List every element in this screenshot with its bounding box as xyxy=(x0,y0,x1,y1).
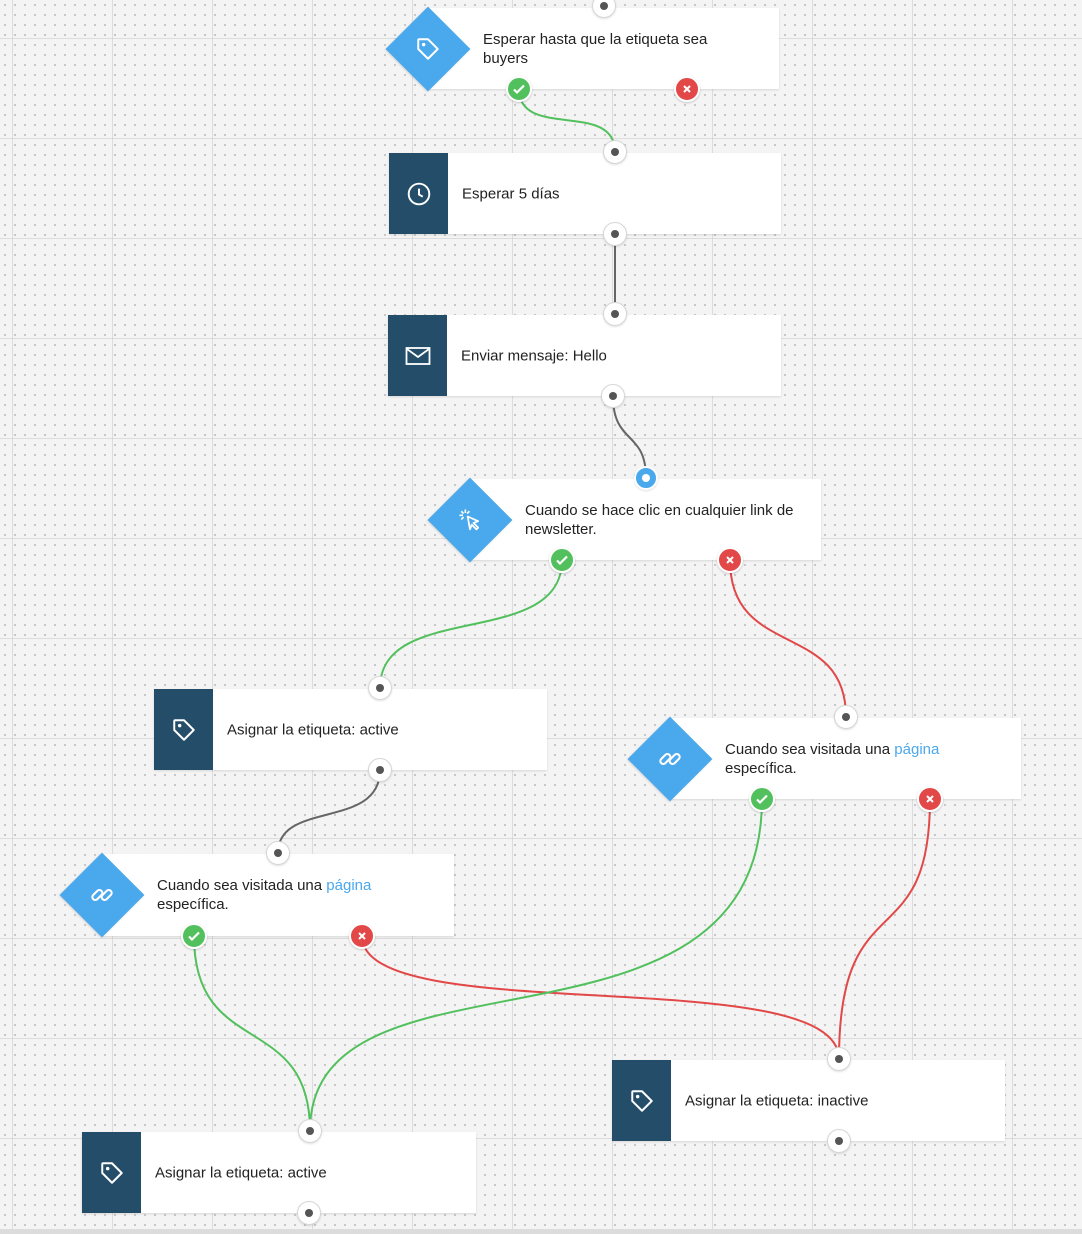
connector-yes xyxy=(309,798,763,1132)
assign-inactive-node[interactable]: Asignar la etiqueta: inactive xyxy=(612,1060,1005,1141)
page-link[interactable]: página xyxy=(894,740,940,758)
connector-no xyxy=(729,559,847,718)
input-port[interactable] xyxy=(368,676,392,700)
connector-no xyxy=(361,935,840,1060)
connector xyxy=(277,769,381,854)
link-icon xyxy=(59,852,145,938)
envelope-icon xyxy=(388,315,447,396)
page-link[interactable]: página xyxy=(326,877,372,894)
tag-icon xyxy=(82,1132,141,1213)
assign-active-label: Asignar la etiqueta: active xyxy=(227,721,399,738)
tag-icon xyxy=(385,6,471,92)
cursor-click-icon xyxy=(427,477,513,563)
yes-branch-icon[interactable] xyxy=(549,547,575,573)
horizontal-scrollbar[interactable] xyxy=(0,1229,1082,1234)
assign-inactive-label: Asignar la etiqueta: inactive xyxy=(685,1092,869,1109)
visit-page-text: Cuando sea visitada una xyxy=(725,740,895,758)
output-port[interactable] xyxy=(827,1129,851,1153)
click-link-label: Cuando se hace clic en cualquier link de… xyxy=(525,501,794,538)
tag-icon xyxy=(154,689,213,770)
output-port[interactable] xyxy=(601,384,625,408)
wait-tag-label: Esperar hasta que la etiqueta sea buyers xyxy=(483,30,708,67)
wait-days-node[interactable]: Esperar 5 días xyxy=(389,153,781,234)
send-message-node[interactable]: Enviar mensaje: Hello xyxy=(388,315,781,396)
link-icon xyxy=(627,716,713,802)
input-port[interactable] xyxy=(834,705,858,729)
visit-page-text-end: específica. xyxy=(157,896,229,913)
no-branch-icon[interactable] xyxy=(917,786,943,812)
input-port[interactable] xyxy=(603,302,627,326)
input-port[interactable] xyxy=(592,0,616,18)
connector xyxy=(612,395,647,479)
output-port[interactable] xyxy=(368,758,392,782)
wait-tag-node[interactable]: Esperar hasta que la etiqueta sea buyers xyxy=(428,8,779,89)
tag-icon xyxy=(612,1060,671,1141)
output-port[interactable] xyxy=(297,1201,321,1225)
visit-page-label: Cuando sea visitada una página específic… xyxy=(157,876,427,914)
assign-active-node[interactable]: Asignar la etiqueta: active xyxy=(154,689,547,770)
visit-page-node[interactable]: Cuando sea visitada una página específic… xyxy=(102,854,454,936)
visit-page-label: Cuando sea visitada una página específic… xyxy=(725,740,995,778)
visit-page-node[interactable]: Cuando sea visitada una página específic… xyxy=(670,718,1021,799)
input-port[interactable] xyxy=(266,841,290,865)
no-branch-icon[interactable] xyxy=(717,547,743,573)
output-port[interactable] xyxy=(603,222,627,246)
send-message-label: Enviar mensaje: Hello xyxy=(461,347,607,364)
clock-icon xyxy=(389,153,448,234)
input-port[interactable] xyxy=(603,140,627,164)
wait-days-label: Esperar 5 días xyxy=(462,185,560,202)
assign-active-label: Asignar la etiqueta: active xyxy=(155,1164,327,1181)
visit-page-text-end: específica. xyxy=(725,759,797,777)
connector-yes xyxy=(379,559,563,689)
visit-page-text: Cuando sea visitada una xyxy=(157,877,327,894)
assign-active-node[interactable]: Asignar la etiqueta: active xyxy=(82,1132,476,1213)
connector-no xyxy=(838,798,931,1060)
click-link-node[interactable]: Cuando se hace clic en cualquier link de… xyxy=(470,479,821,560)
no-branch-icon[interactable] xyxy=(349,923,375,949)
yes-branch-icon[interactable] xyxy=(749,786,775,812)
yes-branch-icon[interactable] xyxy=(506,76,532,102)
connector-yes xyxy=(518,88,616,153)
no-branch-icon[interactable] xyxy=(674,76,700,102)
yes-branch-icon[interactable] xyxy=(181,923,207,949)
input-port[interactable] xyxy=(827,1047,851,1071)
input-port-active[interactable] xyxy=(634,466,658,490)
input-port[interactable] xyxy=(298,1119,322,1143)
connector-yes xyxy=(193,935,311,1132)
